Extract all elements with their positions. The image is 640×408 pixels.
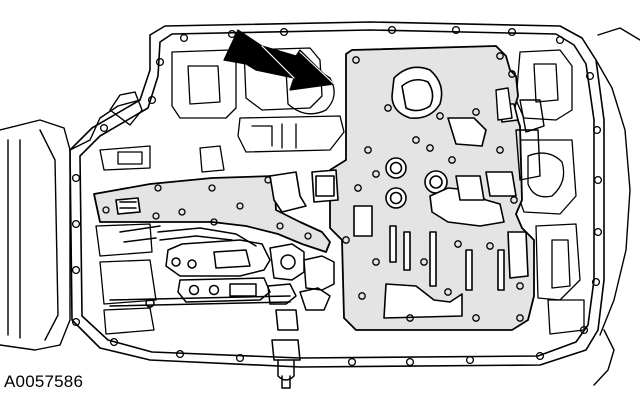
right-channel [495, 87, 545, 181]
housing-right [593, 27, 640, 386]
plate-bolt-holes [342, 52, 524, 322]
case-passages [95, 47, 585, 335]
oil-pan-gasket [69, 21, 605, 368]
filter-block [311, 169, 339, 203]
arrow-icon [223, 29, 335, 91]
check-ball-seals [385, 157, 448, 209]
manual-linkage [109, 225, 335, 389]
transfer-plate [93, 171, 331, 253]
figure-id-label: A0057586 [4, 372, 84, 391]
gasket-bolt-holes [71, 25, 603, 367]
separator-plate [329, 45, 535, 331]
